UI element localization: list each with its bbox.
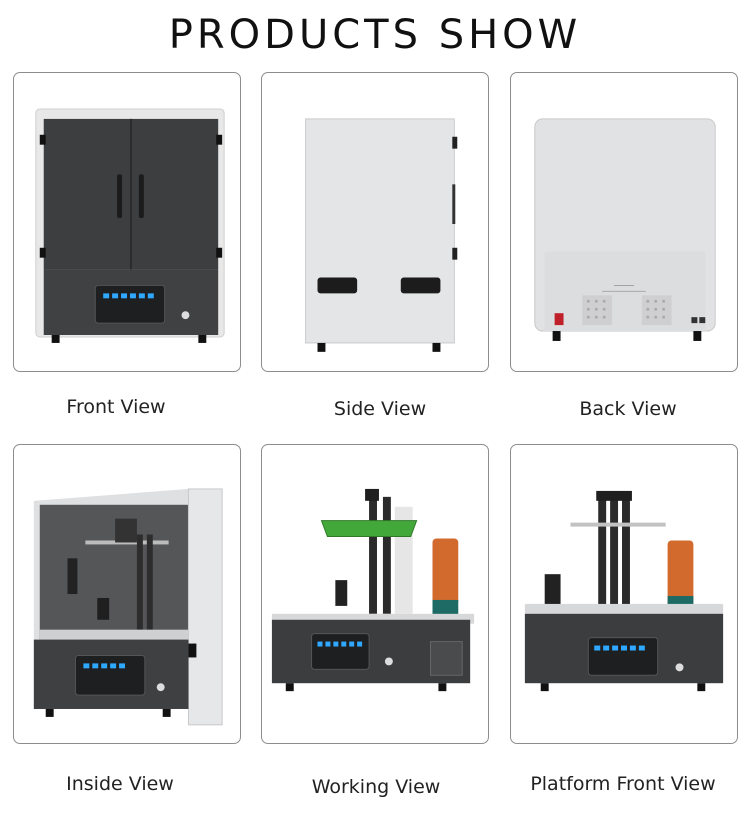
- platform-front-view-card: [510, 444, 738, 744]
- front-view-card: [13, 72, 241, 372]
- side-view-image: [305, 118, 458, 352]
- platform-front-view-caption: Platform Front View: [530, 773, 716, 795]
- back-view-caption: Back View: [579, 398, 677, 420]
- front-view-caption: Front View: [66, 396, 166, 418]
- working-view-image: [271, 488, 475, 692]
- side-view-caption: Side View: [333, 398, 427, 420]
- back-view-card: [510, 72, 738, 372]
- side-view-card: [261, 72, 489, 372]
- inside-view-card: [13, 444, 241, 744]
- front-view-image: [35, 108, 225, 343]
- page-title: PRODUCTS SHOW: [168, 12, 582, 58]
- platform-front-view-image: [524, 490, 724, 692]
- working-view-caption: Working View: [311, 776, 441, 798]
- inside-view-caption: Inside View: [66, 773, 174, 795]
- inside-view-image: [33, 488, 223, 726]
- back-view-image: [534, 118, 716, 341]
- working-view-card: [261, 444, 489, 744]
